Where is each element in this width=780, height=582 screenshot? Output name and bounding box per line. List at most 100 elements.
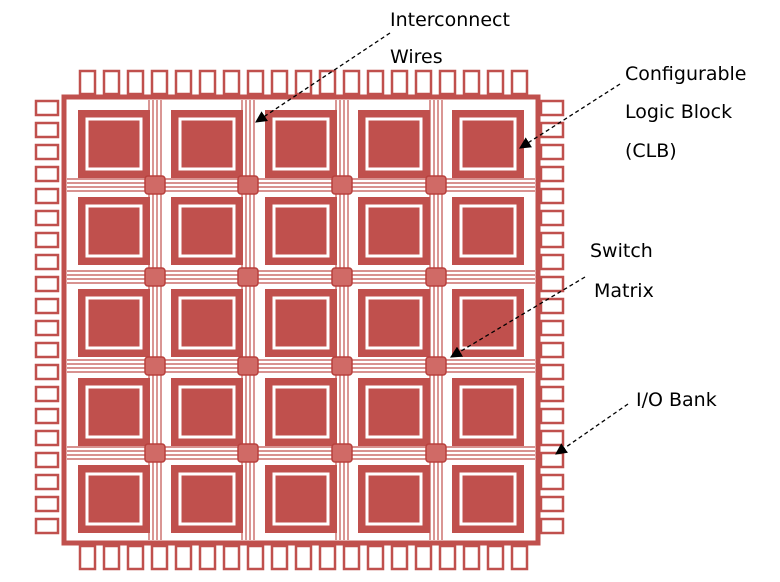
switch-callout-line [449,276,586,358]
io-pad [34,407,60,425]
clb-block [452,110,524,178]
io-pad [318,544,337,571]
io-pad [34,297,60,315]
clb-inner-frame [459,117,517,171]
io-pad [486,69,505,96]
switch-matrix [144,267,166,287]
clb-callout-line [519,83,621,149]
io-pad [126,544,145,571]
clb-inner-frame [459,472,517,526]
io-pad [34,385,60,403]
switch-matrix [425,175,447,195]
clb-inner-frame [178,117,236,171]
clb-inner-frame [178,296,236,350]
interconnect-label-line1: Interconnect [390,9,510,31]
clb-inner-frame [365,204,423,258]
switch-matrix [237,443,259,463]
clb-block [171,465,243,533]
switch-matrix [425,267,447,287]
switch-matrix [144,443,166,463]
clb-block [452,378,524,446]
io-pad [150,544,169,571]
clb-label-line3: (CLB) [625,140,677,162]
clb-block [78,110,150,178]
io-pad [539,121,565,139]
clb-block [358,197,430,265]
switch-matrix [331,267,353,287]
switch-matrix [425,356,447,376]
switch-matrix [144,356,166,376]
io-pad [34,143,60,161]
clb-inner-frame [272,296,330,350]
io-pad [414,544,433,571]
clb-block [265,110,337,178]
io-pad [318,69,337,96]
io-pad [174,69,193,96]
io-pad [222,69,241,96]
io-pad [34,341,60,359]
io-pad [246,544,265,571]
io-pad [539,451,565,469]
io-pad [539,275,565,293]
io-pad [539,143,565,161]
io-callout-line [555,403,629,455]
io-pad [539,407,565,425]
clb-inner-frame [459,385,517,439]
io-pad [102,544,121,571]
clb-inner-frame [85,472,143,526]
io-pad [222,544,241,571]
clb-block [265,289,337,357]
clb-inner-frame [272,472,330,526]
io-pad [34,209,60,227]
clb-inner-frame [178,204,236,258]
io-pad [198,544,217,571]
io-pad [366,69,385,96]
io-pad [198,69,217,96]
io-pad [414,69,433,96]
io-pad [34,187,60,205]
io-pad [539,517,565,535]
io-pad [78,69,97,96]
io-pad [539,231,565,249]
clb-block [171,289,243,357]
clb-inner-frame [85,204,143,258]
clb-block [171,110,243,178]
switch-matrix [237,175,259,195]
io-pad [34,363,60,381]
io-pad [294,69,313,96]
clb-block [171,197,243,265]
clb-inner-frame [178,385,236,439]
clb-block [452,197,524,265]
clb-block [358,378,430,446]
clb-block [265,197,337,265]
io-pad [34,165,60,183]
clb-label-line1: Configurable [625,63,747,85]
io-pad [246,69,265,96]
io-pad [126,69,145,96]
io-pad [539,165,565,183]
io-pad [270,69,289,96]
io-pad [102,69,121,96]
io-pad [34,231,60,249]
io-pad [342,544,361,571]
clb-block [358,110,430,178]
io-pad [34,451,60,469]
io-pad [34,429,60,447]
clb-inner-frame [178,472,236,526]
io-pad [539,495,565,513]
io-pad [539,341,565,359]
io-pad [539,319,565,337]
clb-inner-frame [85,385,143,439]
io-pad [539,187,565,205]
switch-matrix-grid [144,175,447,463]
clb-inner-frame [365,385,423,439]
io-pad [34,473,60,491]
clb-block [265,378,337,446]
clb-block [78,197,150,265]
clb-block [452,289,524,357]
io-pad [438,544,457,571]
io-pad [34,495,60,513]
clb-inner-frame [272,117,330,171]
clb-inner-frame [85,117,143,171]
